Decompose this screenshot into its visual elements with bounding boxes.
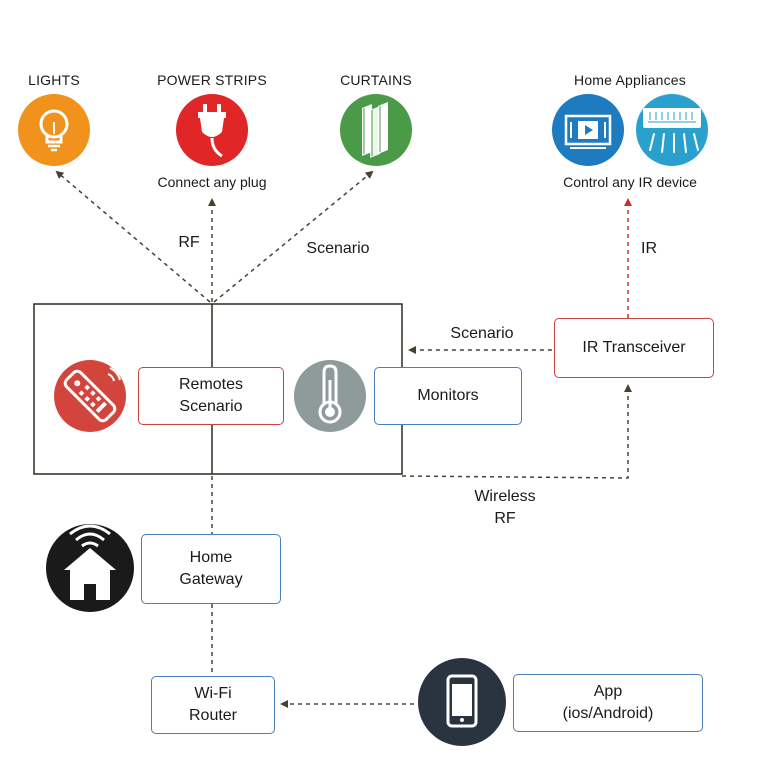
label-control-any-ir-device: Control any IR device: [563, 174, 697, 190]
home-gateway-box: Home Gateway: [141, 534, 281, 604]
label-lights: LIGHTS: [28, 72, 80, 88]
arrow-to-curtains: [213, 170, 374, 303]
arrow-wireless-rf: [401, 384, 632, 479]
arrow-to-lights: [55, 170, 211, 303]
label-curtains: CURTAINS: [340, 72, 412, 88]
ir-transceiver-label: IR Transceiver: [582, 339, 686, 356]
lightbulb-icon: [18, 94, 90, 166]
edge-label-rf: RF: [178, 234, 200, 251]
home-wifi-icon: [46, 524, 134, 612]
air-conditioner-icon: [636, 94, 708, 166]
edge-label-scenario-top: Scenario: [306, 240, 370, 257]
smartphone-icon: [418, 658, 506, 746]
edge-label-scenario-mid: Scenario: [450, 325, 514, 342]
ir-transceiver-box: IR Transceiver: [554, 318, 714, 378]
label-connect-any-plug: Connect any plug: [157, 174, 267, 190]
wifi-router-label: Wi-Fi Router: [188, 685, 238, 724]
monitors-box: Monitors: [374, 367, 522, 425]
app-box: App (ios/Android): [513, 674, 703, 732]
remote-control-icon: [54, 360, 126, 432]
edge-label-ir: IR: [641, 240, 657, 257]
label-home-appliances: Home Appliances: [574, 72, 686, 88]
monitors-label: Monitors: [417, 387, 479, 404]
app-label: App (ios/Android): [562, 683, 654, 722]
home-gateway-label: Home Gateway: [179, 549, 243, 588]
plug-icon: [176, 94, 248, 166]
remotes-scenario-label: Remotes Scenario: [178, 376, 244, 415]
thermometer-icon: [294, 360, 366, 432]
edge-label-wireless-rf: Wireless RF: [474, 488, 536, 527]
wifi-router-box: Wi-Fi Router: [151, 676, 275, 734]
remotes-scenario-box: Remotes Scenario: [138, 367, 284, 425]
tv-icon: [552, 94, 624, 166]
label-power-strips: POWER STRIPS: [157, 72, 267, 88]
curtains-icon: [340, 94, 412, 166]
